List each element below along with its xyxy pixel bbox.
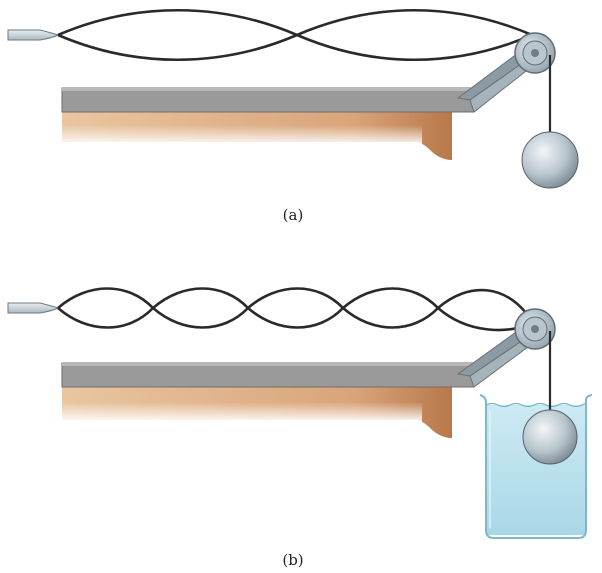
standing-wave-string (57, 287, 535, 332)
vibrator-icon (7, 302, 60, 314)
standing-wave-string (57, 8, 533, 62)
panel-a: (a) (7, 8, 579, 224)
panel-b: (b) (7, 287, 593, 569)
tabletop (61, 362, 475, 388)
hanging-mass-sphere (521, 131, 579, 189)
pulley-icon (514, 308, 556, 350)
panel-a-label: (a) (283, 206, 304, 224)
vibrator-icon (7, 29, 60, 41)
tabletop (61, 87, 475, 113)
panel-b-label: (b) (282, 551, 303, 569)
hanging-mass-sphere (522, 409, 578, 465)
pulley-icon (514, 32, 556, 74)
